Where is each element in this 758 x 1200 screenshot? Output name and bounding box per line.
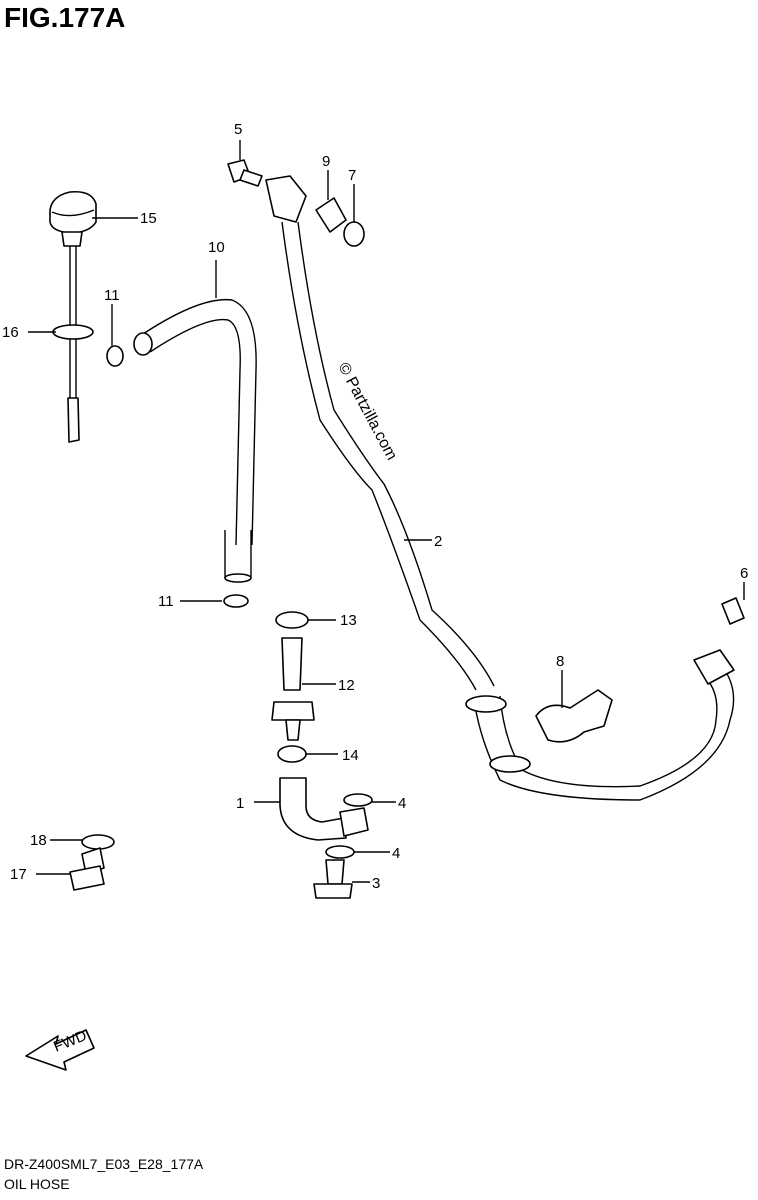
callout-8: 8 — [556, 653, 564, 670]
drain-plug[interactable] — [69, 847, 105, 891]
hose-clip-upper[interactable] — [106, 345, 124, 367]
collar[interactable] — [315, 197, 347, 233]
hose-clamp[interactable] — [277, 745, 307, 763]
washer-upper[interactable] — [343, 793, 373, 807]
callout-2: 2 — [434, 533, 442, 550]
drain-gasket[interactable] — [81, 834, 115, 850]
callout-9: 9 — [322, 153, 330, 170]
dipstick-assembly[interactable] — [49, 190, 97, 443]
oil-fitting[interactable] — [271, 637, 315, 741]
callout-17: 17 — [10, 866, 27, 883]
callout-18: 18 — [30, 832, 47, 849]
callout-4-lower: 4 — [392, 845, 400, 862]
callout-12: 12 — [338, 677, 355, 694]
oil-hose-main[interactable] — [265, 175, 735, 801]
figure-title: FIG.177A — [4, 2, 126, 33]
hose-clamp-bracket[interactable] — [535, 689, 613, 743]
diagram-code: DR-Z400SML7_E03_E28_177A — [4, 1156, 204, 1172]
union-bolt[interactable] — [313, 859, 353, 899]
watermark: © Partzilla.com — [334, 360, 400, 463]
callout-6: 6 — [740, 565, 748, 582]
washer-lower[interactable] — [325, 845, 355, 859]
callout-10: 10 — [208, 239, 225, 256]
bolt-right[interactable] — [721, 597, 745, 625]
callout-5: 5 — [234, 121, 242, 138]
callout-1: 1 — [236, 795, 244, 812]
callout-11-upper: 11 — [104, 287, 120, 304]
gasket[interactable] — [275, 611, 309, 629]
bolt-upper[interactable] — [227, 159, 263, 187]
diagram-name: OIL HOSE — [4, 1176, 70, 1192]
hose-clip-lower[interactable] — [223, 594, 249, 608]
forward-arrow-icon: FWD — [25, 1027, 95, 1071]
callout-7: 7 — [348, 167, 356, 184]
callout-16: 16 — [2, 324, 19, 341]
callout-14: 14 — [342, 747, 359, 764]
o-ring[interactable] — [343, 221, 365, 247]
callout-3: 3 — [372, 875, 380, 892]
leader-lines — [28, 140, 745, 883]
oil-hose-elbow[interactable] — [279, 777, 369, 841]
callout-4-upper: 4 — [398, 795, 406, 812]
callout-13: 13 — [340, 612, 357, 629]
breather-hose[interactable] — [133, 298, 257, 583]
callout-15: 15 — [140, 210, 157, 227]
callout-11-lower: 11 — [158, 593, 174, 610]
